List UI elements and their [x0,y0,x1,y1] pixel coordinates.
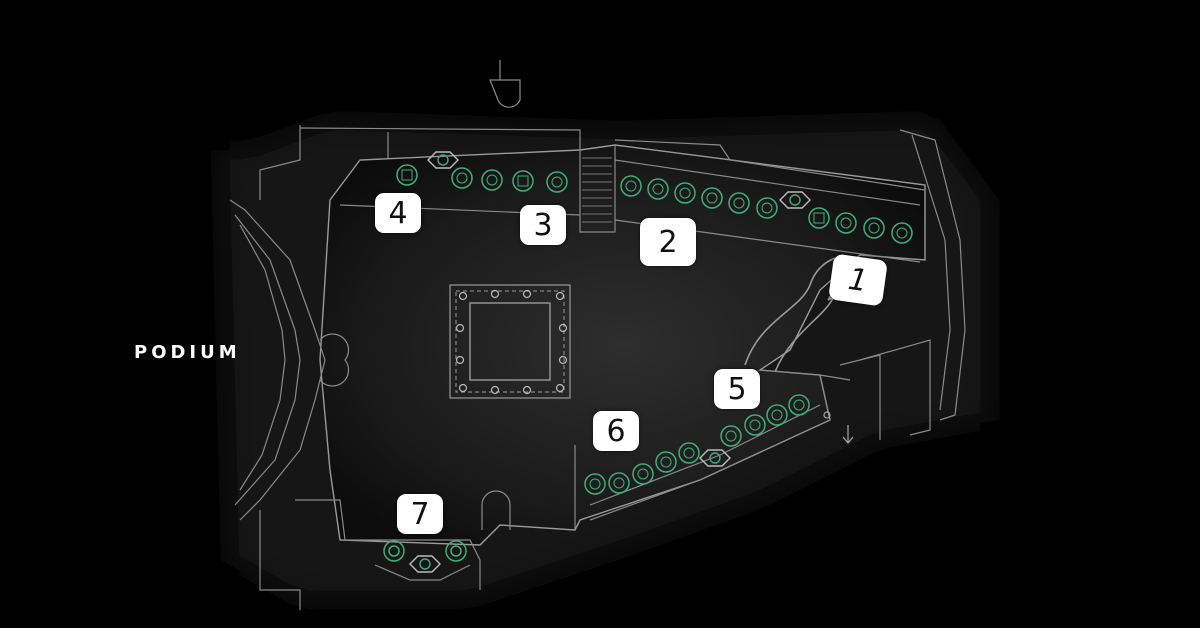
table-hexagon-zone-7-seat [419,558,431,570]
seating-zone-7 [383,540,467,562]
seat-inner-bottom [589,399,805,490]
zone-marker-6[interactable]: 6 [593,411,639,451]
zone-marker-4[interactable]: 4 [375,193,421,233]
seat-inner-top-left [401,169,563,188]
seating-row-top-right [620,175,913,244]
table-hexagon-top [427,151,459,169]
table-hexagon-bottom-seat [709,452,721,464]
seat-inner-top-right [625,180,908,239]
zone-marker-1[interactable]: 1 [828,253,888,307]
zone-marker-2[interactable]: 2 [640,218,696,266]
table-hexagon-top-seat [437,154,449,166]
seating-row-bottom [584,394,810,495]
podium-label: PODIUM [134,342,241,363]
zone-marker-7[interactable]: 7 [397,494,443,534]
door-arrow-icon [823,411,854,444]
pavilion-columns [455,289,568,395]
zone-7-benches [374,564,471,581]
zone-marker-5[interactable]: 5 [714,369,760,409]
table-hexagon-right-seat [789,194,801,206]
zone-marker-3[interactable]: 3 [520,205,566,245]
pavilion [449,284,571,399]
table-hexagon-bottom [699,449,731,467]
seating-row-top-left [396,164,568,193]
table-hexagon-zone-7 [409,555,441,573]
table-hexagon-right [779,191,811,209]
stairs [582,157,612,223]
